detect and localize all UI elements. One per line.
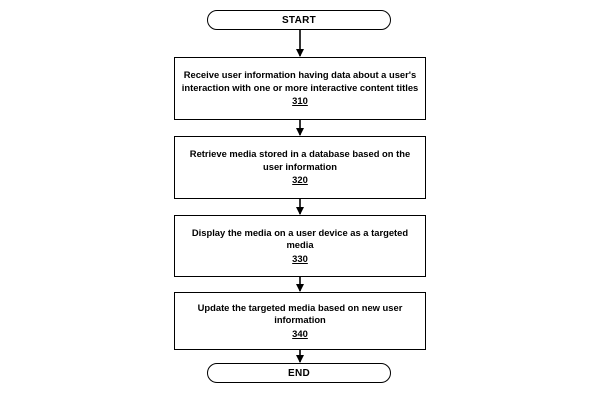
step-340-ref: 340 [292,327,308,339]
step-320-ref: 320 [292,174,308,186]
end-terminal: END [207,363,391,383]
step-340-box: Update the targeted media based on new u… [174,292,426,350]
step-330-ref: 330 [292,252,308,264]
step-320-text: Retrieve media stored in a database base… [189,148,411,172]
step-310-box: Receive user information having data abo… [174,57,426,120]
step-330-text: Display the media on a user device as a … [191,226,409,251]
step-310-ref: 310 [292,95,308,107]
start-terminal: START [207,10,391,30]
start-label: START [281,14,317,26]
step-330-box: Display the media on a user device as a … [174,215,426,277]
step-320-box: Retrieve media stored in a database base… [174,136,426,199]
step-310-text: Receive user information having data abo… [181,69,419,93]
step-340-text: Update the targeted media based on new u… [197,301,403,326]
end-label: END [287,367,310,379]
